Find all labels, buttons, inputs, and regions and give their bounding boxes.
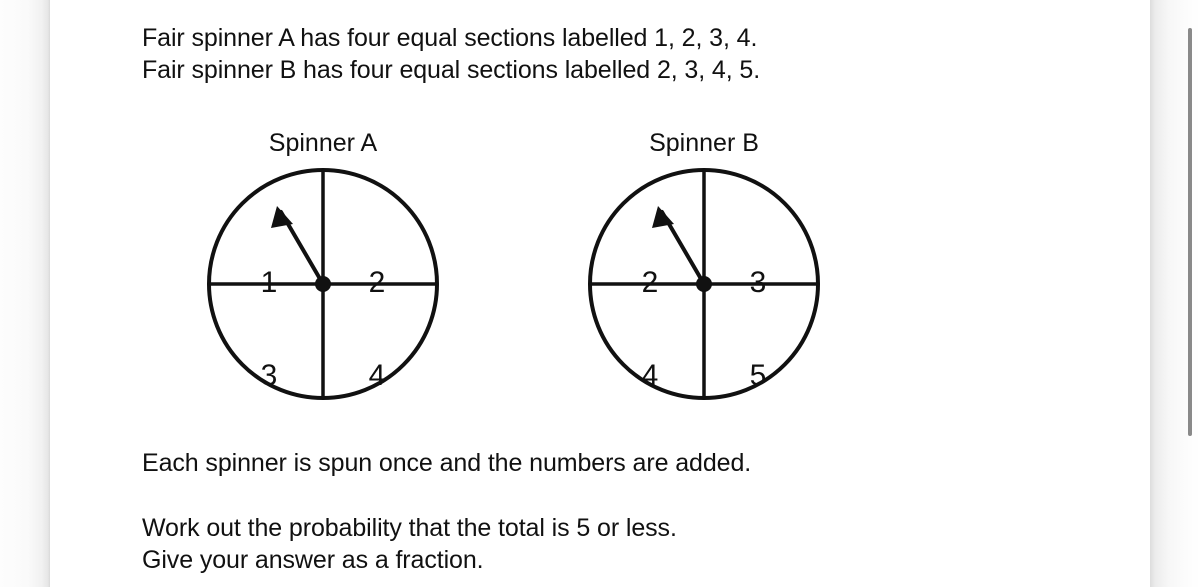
spinner-a-figure: Spinner A 1 2 3 4	[203, 128, 443, 404]
spinner-a-label-top-right: 2	[369, 266, 386, 299]
vertical-scrollbar[interactable]	[1184, 0, 1198, 587]
spinner-b-label-bottom-right: 5	[750, 359, 767, 392]
spinner-a-title: Spinner A	[268, 129, 378, 157]
spinner-b-figure: Spinner B 2 3 4 5	[584, 128, 824, 404]
spinner-a-label-bottom-right: 4	[369, 359, 386, 392]
intro-line-1: Fair spinner A has four equal sections l…	[142, 24, 758, 52]
spinner-b-center-dot	[696, 276, 712, 292]
intro-paragraph: Fair spinner A has four equal sections l…	[142, 22, 760, 86]
question-page: Fair spinner A has four equal sections l…	[50, 0, 1150, 587]
task-line-1: Work out the probability that the total …	[142, 514, 677, 542]
spinner-b-label-bottom-left: 4	[642, 359, 659, 392]
middle-paragraph: Each spinner is spun once and the number…	[142, 447, 751, 479]
spinner-b-pointer-head	[652, 206, 674, 228]
spinner-b-label-top-left: 2	[642, 266, 659, 299]
spinner-b-label-top-right: 3	[750, 266, 767, 299]
intro-line-2: Fair spinner B has four equal sections l…	[142, 56, 761, 84]
task-line-2: Give your answer as a fraction.	[142, 546, 484, 574]
spinner-a-label-top-left: 1	[261, 266, 278, 299]
spinner-a-center-dot	[315, 276, 331, 292]
middle-line-1: Each spinner is spun once and the number…	[142, 449, 752, 477]
spinner-b-title: Spinner B	[649, 129, 759, 157]
scrollbar-thumb[interactable]	[1188, 28, 1192, 436]
spinner-a-wheel[interactable]: 1 2 3 4	[203, 164, 443, 404]
spinner-a-label-bottom-left: 3	[261, 359, 278, 392]
spinner-b-wheel[interactable]: 2 3 4 5	[584, 164, 824, 404]
task-paragraph: Work out the probability that the total …	[142, 512, 677, 576]
spinner-a-pointer-head	[271, 206, 293, 228]
spinner-diagrams: Spinner A 1 2 3 4	[50, 0, 1150, 587]
page-gutter-left	[0, 0, 50, 587]
